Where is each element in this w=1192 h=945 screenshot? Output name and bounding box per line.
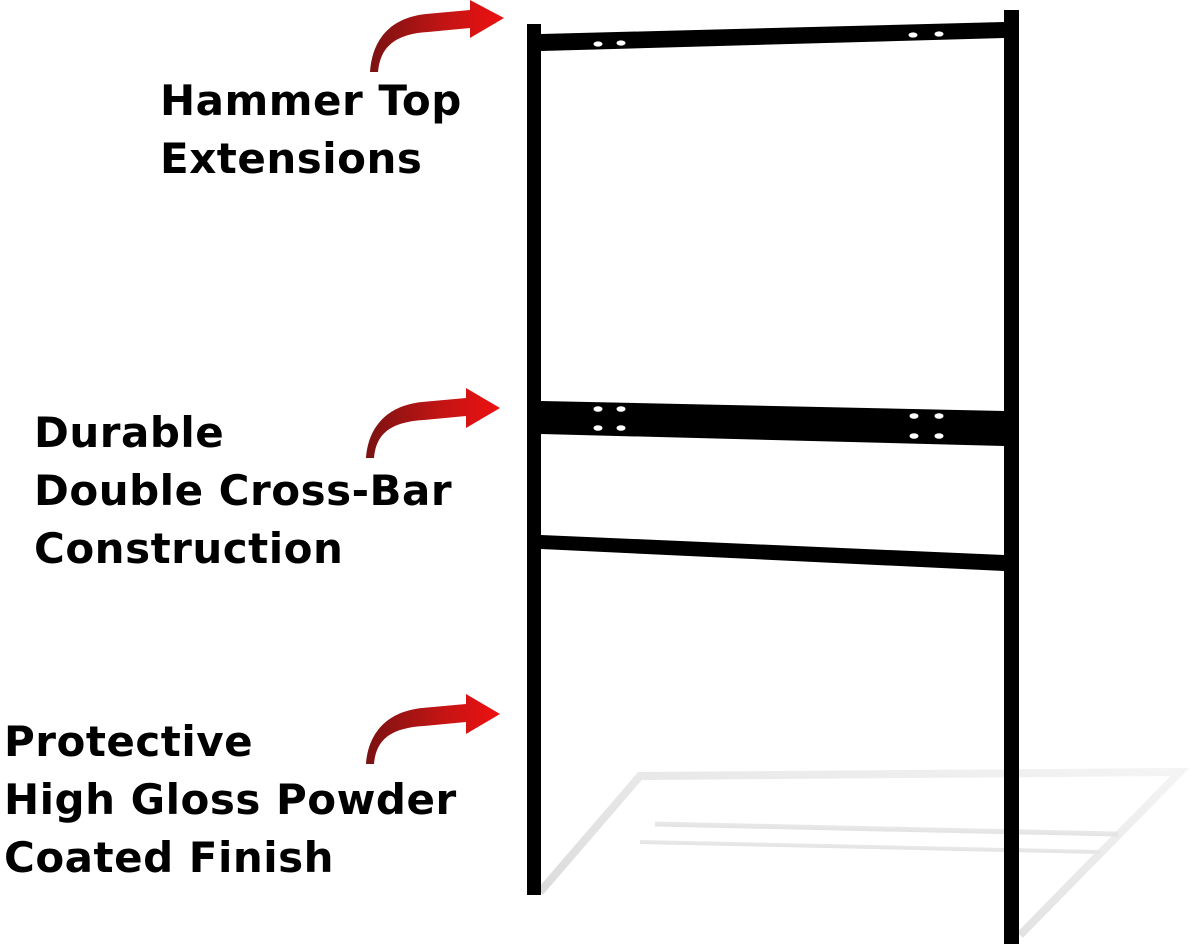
callout-powder-coated-finish: Protective High Gloss Powder Coated Fini… (4, 713, 457, 887)
callout-line: Double Cross-Bar (34, 466, 453, 515)
curved-arrow-icon (366, 694, 500, 764)
callout-line: Hammer Top (160, 76, 462, 125)
callout-double-cross-bar: Durable Double Cross-Bar Construction (34, 404, 452, 578)
sign-frame (527, 10, 1019, 944)
bolt-holes (593, 31, 944, 439)
callout-line: Extensions (160, 134, 423, 183)
callout-hammer-top-extensions: Hammer Top Extensions (160, 72, 462, 188)
right-post (1004, 10, 1019, 944)
arrow-hammer-top (370, 0, 504, 72)
top-hammer-bar (541, 22, 1004, 51)
lower-cross-bar (541, 535, 1004, 571)
callout-line: Construction (34, 524, 344, 573)
callout-line: Protective (4, 717, 254, 766)
callout-line: High Gloss Powder (4, 775, 457, 824)
arrow-finish (366, 694, 500, 764)
left-post (527, 24, 541, 895)
curved-arrow-icon (366, 388, 500, 458)
arrow-cross-bar (366, 388, 500, 458)
upper-cross-bar (541, 401, 1004, 446)
callout-line: Coated Finish (4, 833, 335, 882)
floor-reflection (536, 767, 1190, 938)
curved-arrow-icon (370, 0, 504, 72)
callout-line: Durable (34, 408, 225, 457)
